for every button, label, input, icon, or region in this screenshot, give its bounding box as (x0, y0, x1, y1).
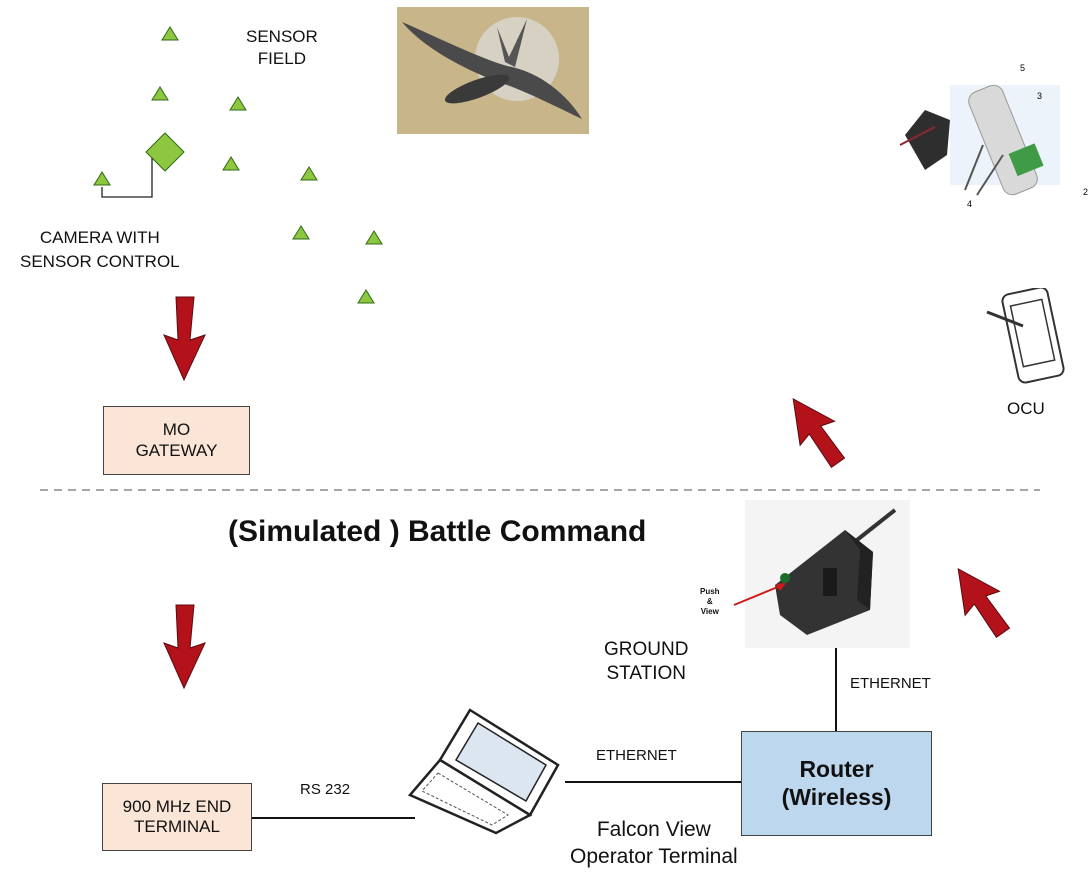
up-arrow (957, 567, 1011, 639)
camera-diamond-icon (145, 132, 185, 172)
laptop-icon (407, 705, 568, 835)
end-terminal-box: 900 MHz END TERMINAL (102, 783, 252, 851)
sensor-triangle (300, 166, 318, 181)
mo-gateway-box: MO GATEWAY (103, 406, 250, 475)
sensor-triangle (357, 289, 375, 304)
router-box: Router (Wireless) (741, 731, 932, 836)
push-view-label: Push & View (700, 587, 720, 616)
sensor-triangle (222, 156, 240, 171)
sensor-triangle (292, 225, 310, 240)
ethernet-label-horizontal: ETHERNET (596, 747, 677, 764)
svg-text:3: 3 (1037, 91, 1042, 101)
ethernet-label-vertical: ETHERNET (850, 675, 931, 692)
svg-text:2: 2 (1083, 187, 1088, 197)
ground-station-image (745, 500, 910, 648)
uav-drone-image (397, 7, 589, 134)
falcon-view-label: Falcon View Operator Terminal (570, 818, 738, 868)
camera-label: CAMERA WITH SENSOR CONTROL (20, 228, 180, 271)
down-arrow (163, 296, 206, 382)
svg-text:4: 4 (967, 199, 972, 209)
sensor-triangle (229, 96, 247, 111)
tablet-icon (985, 286, 1065, 388)
up-arrow (792, 397, 846, 469)
ocu-label: OCU (1007, 399, 1045, 418)
svg-text:5: 5 (1020, 63, 1025, 73)
ground-station-label: GROUND STATION (604, 639, 689, 684)
rs232-label: RS 232 (300, 781, 351, 798)
sensor-device-image: 5 3 4 2 (895, 55, 1091, 215)
battle-command-title: (Simulated ) Battle Command (228, 515, 647, 548)
camera-link (101, 158, 153, 198)
sensor-triangle (93, 171, 111, 186)
down-arrow (163, 604, 206, 690)
sensor-triangle (151, 86, 169, 101)
sensor-triangle (365, 230, 383, 245)
sensor-field-label: SENSOR FIELD (246, 27, 318, 68)
sensor-triangle (161, 26, 179, 41)
push-view-arrow (733, 583, 786, 606)
